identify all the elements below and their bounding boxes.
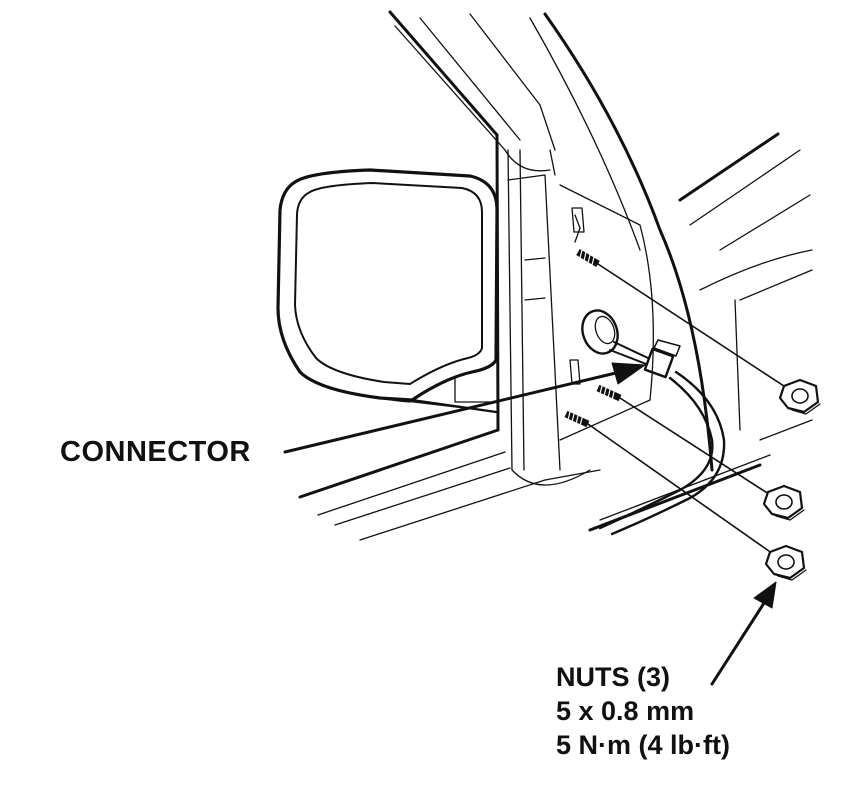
- nuts-label: NUTS (3) 5 x 0.8 mm 5 N·m (4 lb·ft): [556, 664, 730, 766]
- nuts-title: NUTS (3): [556, 662, 670, 692]
- side-mirror: [276, 168, 499, 414]
- stud-lower: [564, 410, 590, 428]
- harness: [581, 309, 726, 536]
- stud-upper: [576, 248, 600, 268]
- nut-lower: [764, 544, 807, 581]
- nut-middle: [762, 484, 805, 521]
- nuts-torque: 5 N·m (4 lb·ft): [556, 730, 730, 760]
- door-panel: [298, 419, 813, 541]
- grommet: [581, 309, 619, 355]
- nuts-size: 5 x 0.8 mm: [556, 696, 695, 726]
- nut-upper: [778, 378, 821, 415]
- door-frame: [388, 10, 813, 486]
- connector-plug: [643, 347, 675, 379]
- alignment-lines: [587, 263, 791, 557]
- connector-leader-arrow: [283, 362, 646, 454]
- nuts-leader-arrow: [710, 581, 777, 686]
- connector-label: CONNECTOR: [60, 436, 251, 468]
- stud-middle: [596, 384, 622, 402]
